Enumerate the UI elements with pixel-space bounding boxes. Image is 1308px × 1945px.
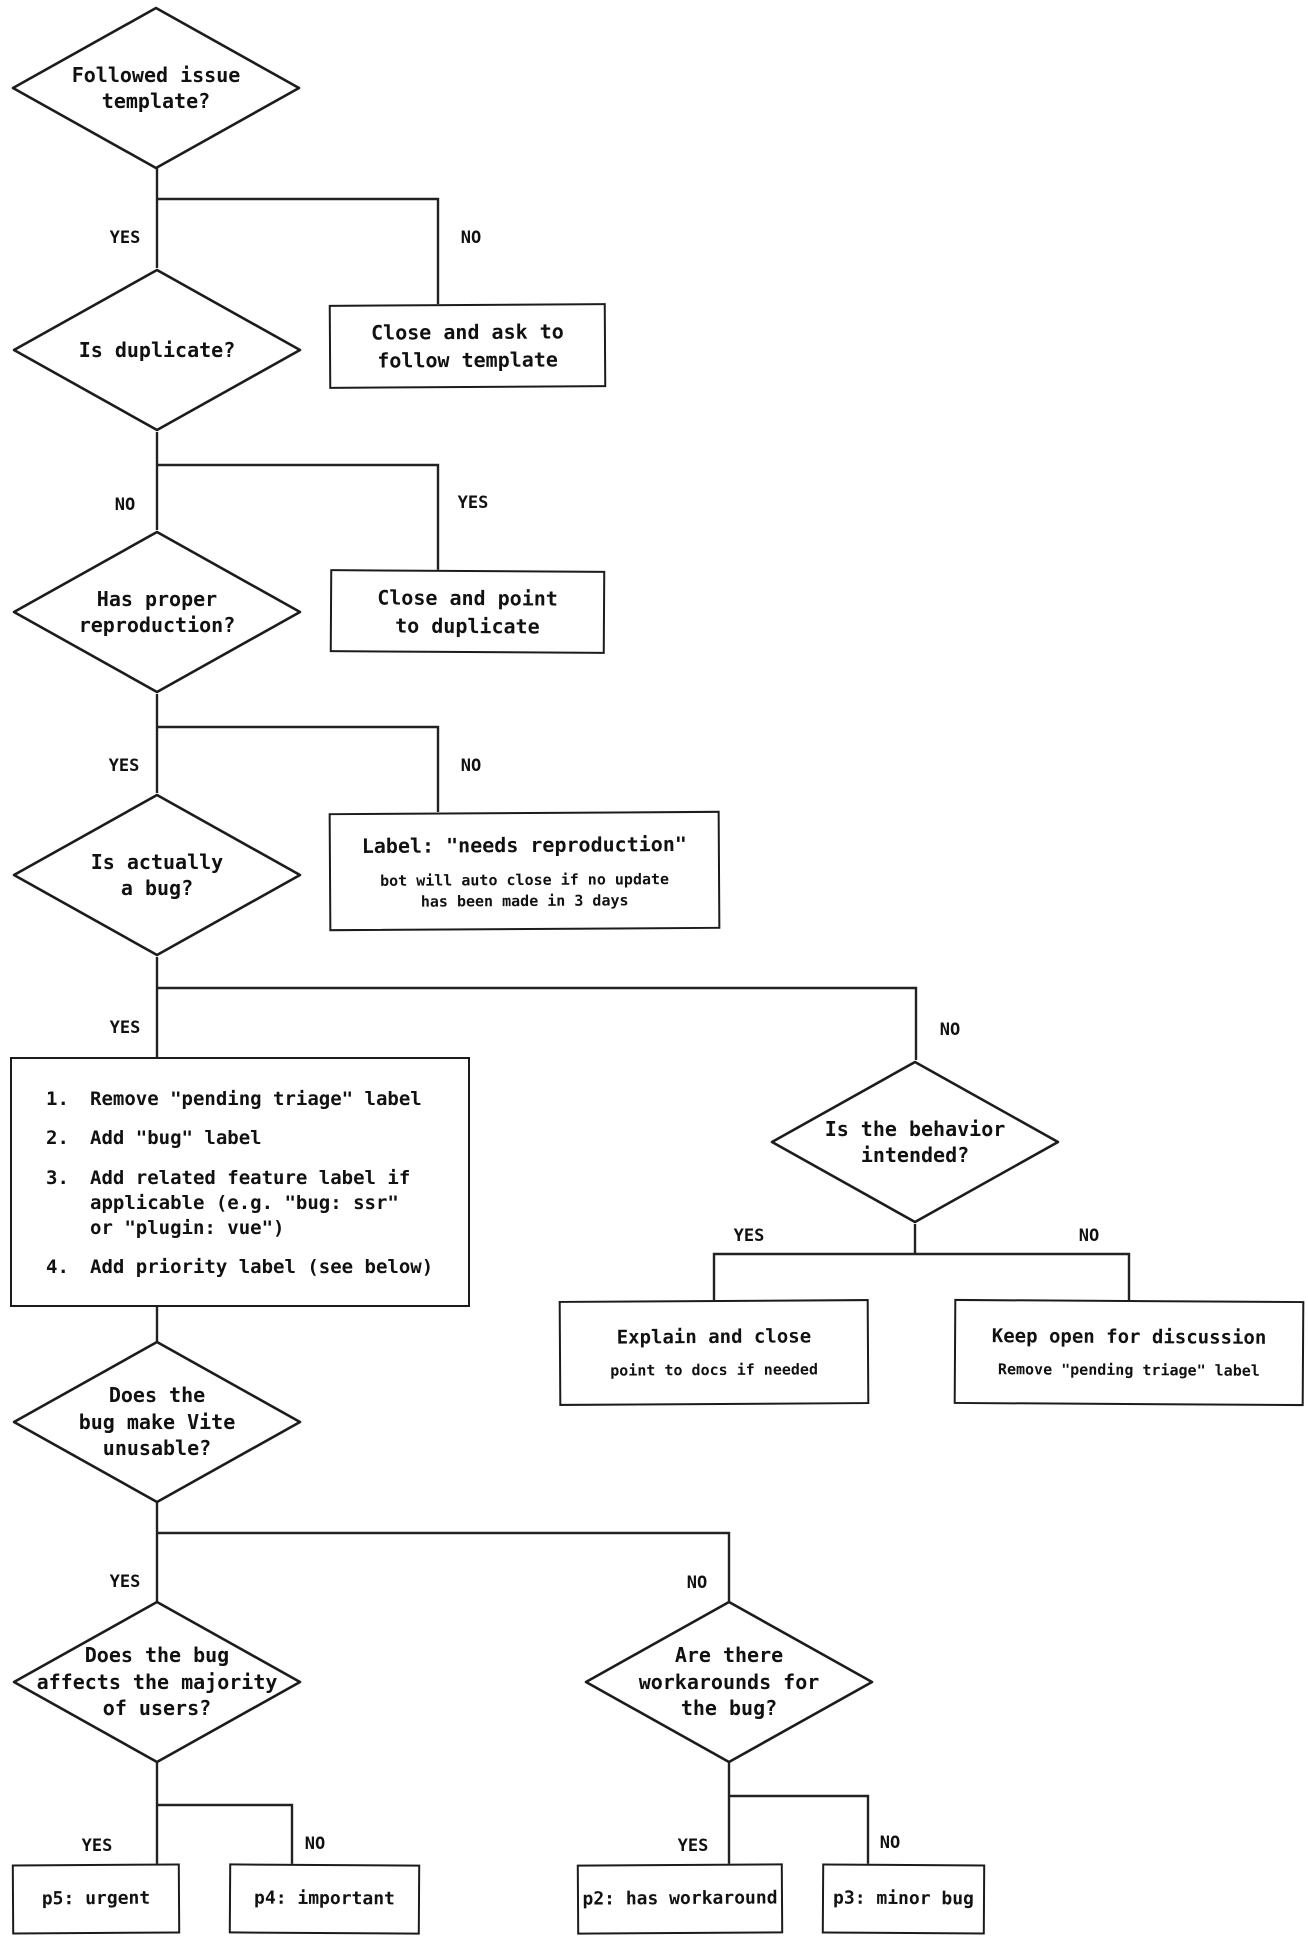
action-label: Close and point to duplicate <box>377 584 558 638</box>
action-explain-and-close: Explain and close point to docs if neede… <box>558 1299 870 1406</box>
action-label: Explain and close <box>616 1325 812 1349</box>
diamond-shape <box>12 268 302 432</box>
action-close-point-duplicate: Close and point to duplicate <box>329 569 606 654</box>
edge-label-template-no: NO <box>460 228 482 248</box>
action-note: Remove "pending triage" label <box>997 1359 1260 1380</box>
action-p2-has-workaround: p2: has workaround <box>576 1863 784 1935</box>
action-p3-minor-bug: p3: minor bug <box>821 1863 986 1935</box>
decision-label: Has proper reproduction? <box>78 586 236 637</box>
decision-label: Is actually a bug? <box>90 849 224 900</box>
item-number: 2. <box>46 1127 69 1150</box>
diamond-shape <box>584 1600 874 1764</box>
item-number: 4. <box>46 1256 69 1279</box>
decision-is-actually-a-bug: Is actually a bug? <box>12 793 302 957</box>
action-note: point to docs if needed <box>610 1360 819 1380</box>
decision-is-behavior-intended: Is the behavior intended? <box>770 1060 1060 1224</box>
diamond-shape <box>12 1600 302 1764</box>
diamond-shape <box>12 1340 302 1504</box>
connector-d7b-no <box>729 1794 870 1865</box>
connector-d1-no <box>157 197 440 304</box>
connector-d3-no <box>157 725 440 812</box>
decision-is-duplicate: Is duplicate? <box>12 268 302 432</box>
list-item: 1. Remove "pending triage" label <box>46 1087 460 1112</box>
item-text: Add priority label (see below) <box>90 1256 434 1279</box>
edge-label-template-yes: YES <box>109 228 141 248</box>
action-label: Close and ask to follow template <box>371 319 564 373</box>
edge-label-unusable-yes: YES <box>109 1572 141 1592</box>
connector-d4-no <box>157 986 918 1060</box>
edge-label-reproduction-no: NO <box>460 756 482 776</box>
action-label-needs-reproduction: Label: "needs reproduction" bot will aut… <box>328 810 721 932</box>
diamond-shape <box>11 6 301 170</box>
edge-label-duplicate-no: NO <box>114 495 136 515</box>
item-number: 1. <box>46 1088 69 1110</box>
decision-label: Followed issue template? <box>71 62 241 113</box>
edge-label-majority-yes: YES <box>81 1836 113 1856</box>
list-item: 3. Add related feature label if applicab… <box>46 1166 460 1242</box>
diamond-shape <box>12 793 302 957</box>
diamond-shape <box>12 530 302 694</box>
action-p5-urgent: p5: urgent <box>11 1863 181 1935</box>
decision-label: Does the bug affects the majority of use… <box>36 1643 278 1721</box>
connector-d7a-no <box>157 1803 294 1865</box>
list-item: 4. Add priority label (see below) <box>46 1255 460 1280</box>
decision-has-proper-reproduction: Has proper reproduction? <box>12 530 302 694</box>
action-label: p3: minor bug <box>832 1887 975 1910</box>
action-label: p4: important <box>253 1887 396 1910</box>
action-p4-important: p4: important <box>228 1863 421 1935</box>
action-label: p5: urgent <box>41 1888 151 1910</box>
edge-label-workaround-yes: YES <box>677 1836 709 1856</box>
decision-followed-issue-template: Followed issue template? <box>11 6 301 170</box>
decision-label: Does the bug make Vite unusable? <box>78 1383 236 1461</box>
edge-label-unusable-no: NO <box>686 1573 708 1593</box>
action-triage-steps: 1. Remove "pending triage" label 2. Add … <box>10 1057 470 1307</box>
diamond-shape <box>770 1060 1060 1224</box>
edge-label-workaround-no: NO <box>879 1833 901 1853</box>
edge-label-isbug-no: NO <box>939 1020 961 1040</box>
decision-label: Is duplicate? <box>78 337 236 362</box>
connector-d6-no <box>157 1531 731 1602</box>
decision-label: Are there workarounds for the bug? <box>638 1643 820 1721</box>
action-note: bot will auto close if no update has bee… <box>379 869 670 911</box>
edge-label-intended-yes: YES <box>733 1226 765 1246</box>
item-text: Add "bug" label <box>90 1127 262 1150</box>
item-text: Add related feature label if applicable … <box>90 1166 411 1240</box>
connector-d2-yes <box>157 463 440 570</box>
edge-label-reproduction-yes: YES <box>108 756 140 776</box>
connector-d5-branch <box>712 1252 1131 1300</box>
decision-are-there-workarounds: Are there workarounds for the bug? <box>584 1600 874 1764</box>
edge-label-isbug-yes: YES <box>109 1018 141 1038</box>
edge-label-duplicate-yes: YES <box>457 493 489 513</box>
edge-label-majority-no: NO <box>304 1834 326 1854</box>
edge-label-intended-no: NO <box>1078 1226 1100 1246</box>
decision-label: Is the behavior intended? <box>824 1116 1006 1167</box>
decision-bug-makes-vite-unusable: Does the bug make Vite unusable? <box>12 1340 302 1504</box>
action-label: p2: has workaround <box>582 1887 778 1911</box>
action-label: Label: "needs reproduction" <box>361 831 687 858</box>
item-number: 3. <box>46 1166 69 1189</box>
action-label: Keep open for discussion <box>991 1325 1267 1350</box>
decision-bug-affects-majority: Does the bug affects the majority of use… <box>12 1600 302 1764</box>
action-close-ask-follow-template: Close and ask to follow template <box>328 303 607 389</box>
list-item: 2. Add "bug" label <box>46 1126 460 1151</box>
action-keep-open-discussion: Keep open for discussion Remove "pending… <box>953 1298 1305 1407</box>
item-text: Remove "pending triage" label <box>90 1088 422 1110</box>
